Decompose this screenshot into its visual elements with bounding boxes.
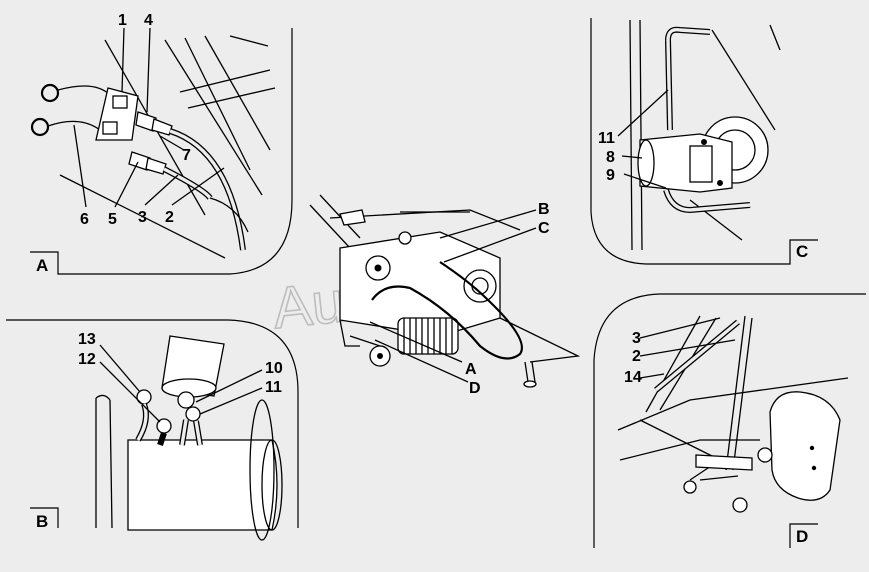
callout-b-10: 10 [265,360,283,377]
panel-c-tag: C [796,242,808,261]
panel-d-tag: D [796,527,808,546]
callout-a-3: 3 [138,209,147,226]
callout-c-8: 8 [606,149,615,166]
panel-c-frame [590,18,818,265]
machine-overview: B C A D [309,194,581,397]
callout-overview-a: A [465,361,477,378]
callout-d-2: 2 [632,348,641,365]
detail-panel-a: 1 4 7 6 5 3 2 A [30,12,293,275]
control-valve [695,454,753,471]
detail-panel-d: 3 2 14 D [593,293,866,548]
hose-route [371,261,523,360]
reel-wheel [463,269,497,303]
panel-a-frame [30,28,293,275]
callout-a-2: 2 [165,209,174,226]
hose-loop-upper [40,83,60,103]
quick-coupler-lower [128,151,167,175]
callout-d-3: 3 [632,330,641,347]
callout-b-11: 11 [265,379,282,396]
callout-a-1: 1 [118,12,127,29]
callout-a-4: 4 [144,12,153,29]
detail-panel-c: 11 8 9 C [590,18,818,265]
fitting-11 [185,406,201,422]
callout-a-6: 6 [80,211,89,228]
panel-b-tag: B [36,512,48,531]
callout-a-5: 5 [108,211,117,228]
callout-c-9: 9 [606,167,615,184]
panel-b-frame [6,319,299,528]
detail-panel-b: 13 12 10 11 B [6,319,299,541]
callout-overview-c: C [538,220,550,237]
panel-a-tag: A [36,256,48,275]
callout-a-7: 7 [182,147,191,164]
callout-c-11: 11 [598,130,615,147]
panel-d-frame [593,293,866,548]
callout-d-14: 14 [624,369,642,386]
hose-reel-drum [127,439,278,531]
callout-overview-b: B [538,201,550,218]
fitting-10 [177,391,195,409]
quick-coupler-upper [135,111,173,136]
callout-b-13: 13 [78,331,96,348]
callout-b-12: 12 [78,351,96,368]
callout-overview-d: D [469,380,481,397]
oil-tank [769,391,841,501]
hose-loop-lower [30,117,50,137]
